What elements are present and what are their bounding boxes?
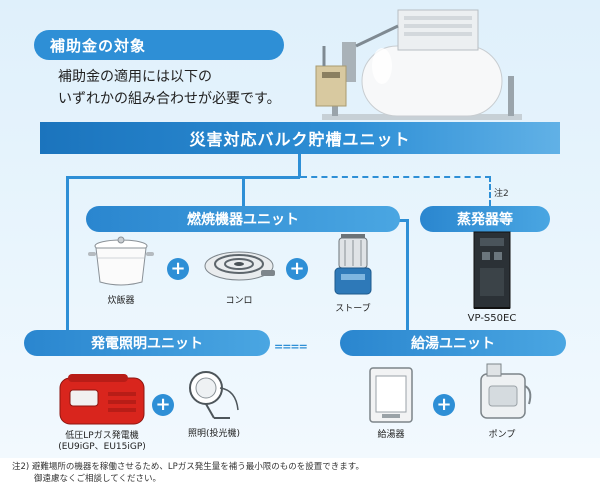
connector-combust-side [398, 219, 408, 222]
water-heater-icon [369, 367, 413, 423]
equals-connector: ==== [274, 340, 308, 353]
gas-burner-icon [204, 251, 275, 281]
connector-combust-drop [242, 176, 245, 206]
vaporizer-icon [473, 231, 511, 309]
intro-line-2: いずれかの組み合わせが必要です。 [58, 91, 281, 107]
floodlight-icon [189, 371, 239, 419]
footnote: 注2) 避難場所の機器を稼働させるため、LPガス発生量を補う最小限のものを設置で… [12, 461, 364, 485]
intro-text: 補助金の適用には以下の いずれかの組み合わせが必要です。 [58, 66, 281, 110]
footnote-line-2: 御遠慮なくご相談してください。 [34, 474, 161, 484]
connector-trunk [298, 154, 301, 178]
combustion-unit-label: 燃焼機器ユニット [86, 206, 400, 232]
intro-line-1: 補助金の適用には以下の [58, 69, 212, 85]
generator-caption-line-2: (EU9iGP、EU15iGP) [58, 442, 146, 452]
dashed-connector-v [489, 176, 491, 206]
connector-branch [68, 176, 300, 179]
plus-icon: + [152, 394, 174, 416]
generator-caption: 低圧LPガス発電機 (EU9iGP、EU15iGP) [52, 431, 152, 453]
generator-icon [59, 374, 145, 425]
power-lighting-unit-label: 発電照明ユニット [24, 330, 270, 356]
rice-cooker-icon [88, 236, 154, 286]
hot-water-unit-label: 給湯ユニット [340, 330, 566, 356]
pump-caption: ポンプ [488, 430, 516, 440]
vaporizer-label: 蒸発器等 [420, 206, 550, 232]
plus-icon: + [167, 258, 189, 280]
vaporizer-model: VP-S50EC [467, 313, 517, 324]
dashed-connector-h [301, 176, 491, 178]
footnote-line-1: 注2) 避難場所の機器を稼働させるため、LPガス発生量を補う最小限のものを設置で… [12, 462, 364, 472]
bulk-storage-unit-bar: 災害対応バルク貯槽ユニット [40, 122, 560, 154]
plus-icon: + [433, 394, 455, 416]
connector-left-drop [66, 176, 69, 332]
page-title: 補助金の対象 [34, 30, 284, 60]
connector-right-vertical [406, 219, 409, 331]
note-2-mark: 注2 [494, 189, 509, 199]
generator-caption-line-1: 低圧LPガス発電機 [65, 431, 139, 441]
water-heater-caption: 給湯器 [377, 430, 405, 440]
heater-icon [334, 234, 372, 295]
bulk-tank-illustration [315, 9, 522, 120]
pump-icon [480, 363, 532, 419]
heater-caption: ストーブ [335, 304, 371, 314]
rice-cooker-caption: 炊飯器 [107, 296, 135, 306]
floodlight-caption: 照明(投光機) [187, 429, 241, 439]
stove-caption: コンロ [225, 296, 253, 306]
plus-icon: + [286, 258, 308, 280]
